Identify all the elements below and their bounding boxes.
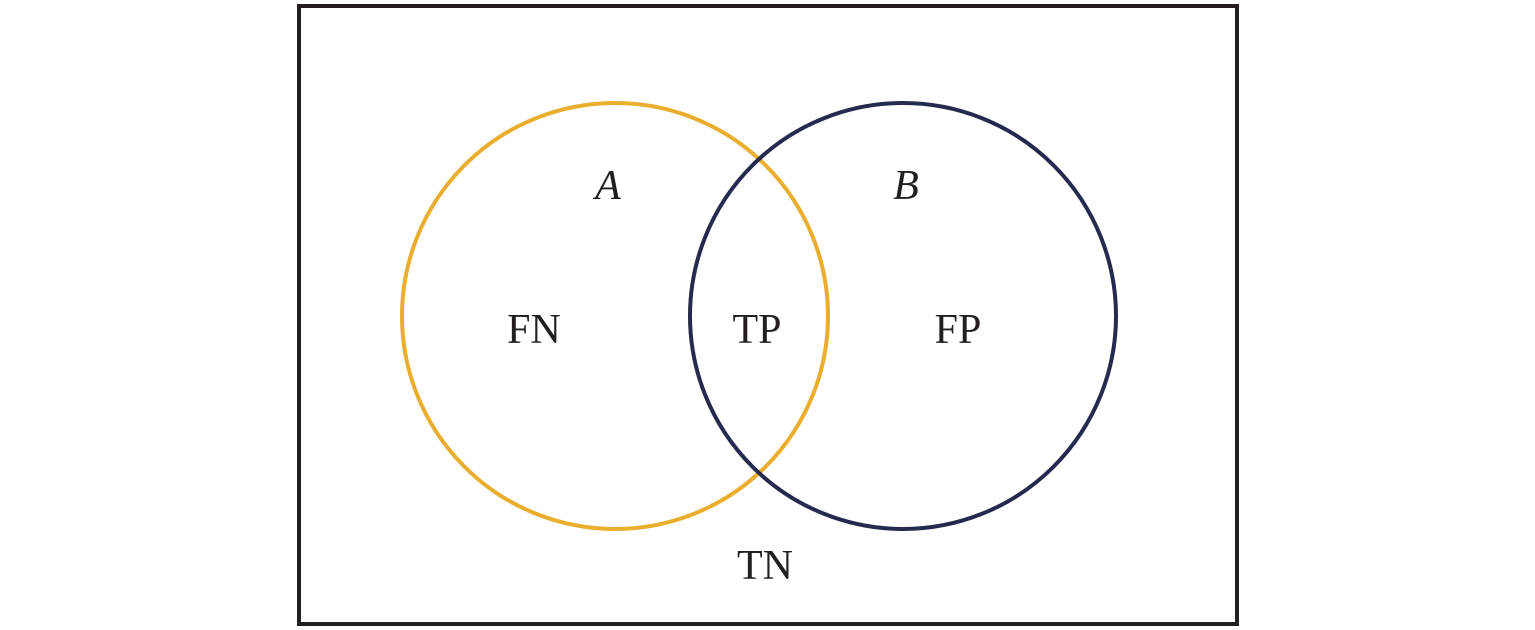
region-outside-label: TN xyxy=(737,543,793,589)
universe-frame xyxy=(297,4,1239,626)
set-b-circle xyxy=(688,101,1118,531)
region-a-only-label: FN xyxy=(507,307,561,353)
region-intersection-label: TP xyxy=(732,307,781,353)
set-a-circle xyxy=(400,101,830,531)
region-b-only-label: FP xyxy=(935,307,982,353)
set-b-label: B xyxy=(893,163,919,209)
set-a-label: A xyxy=(592,163,621,209)
